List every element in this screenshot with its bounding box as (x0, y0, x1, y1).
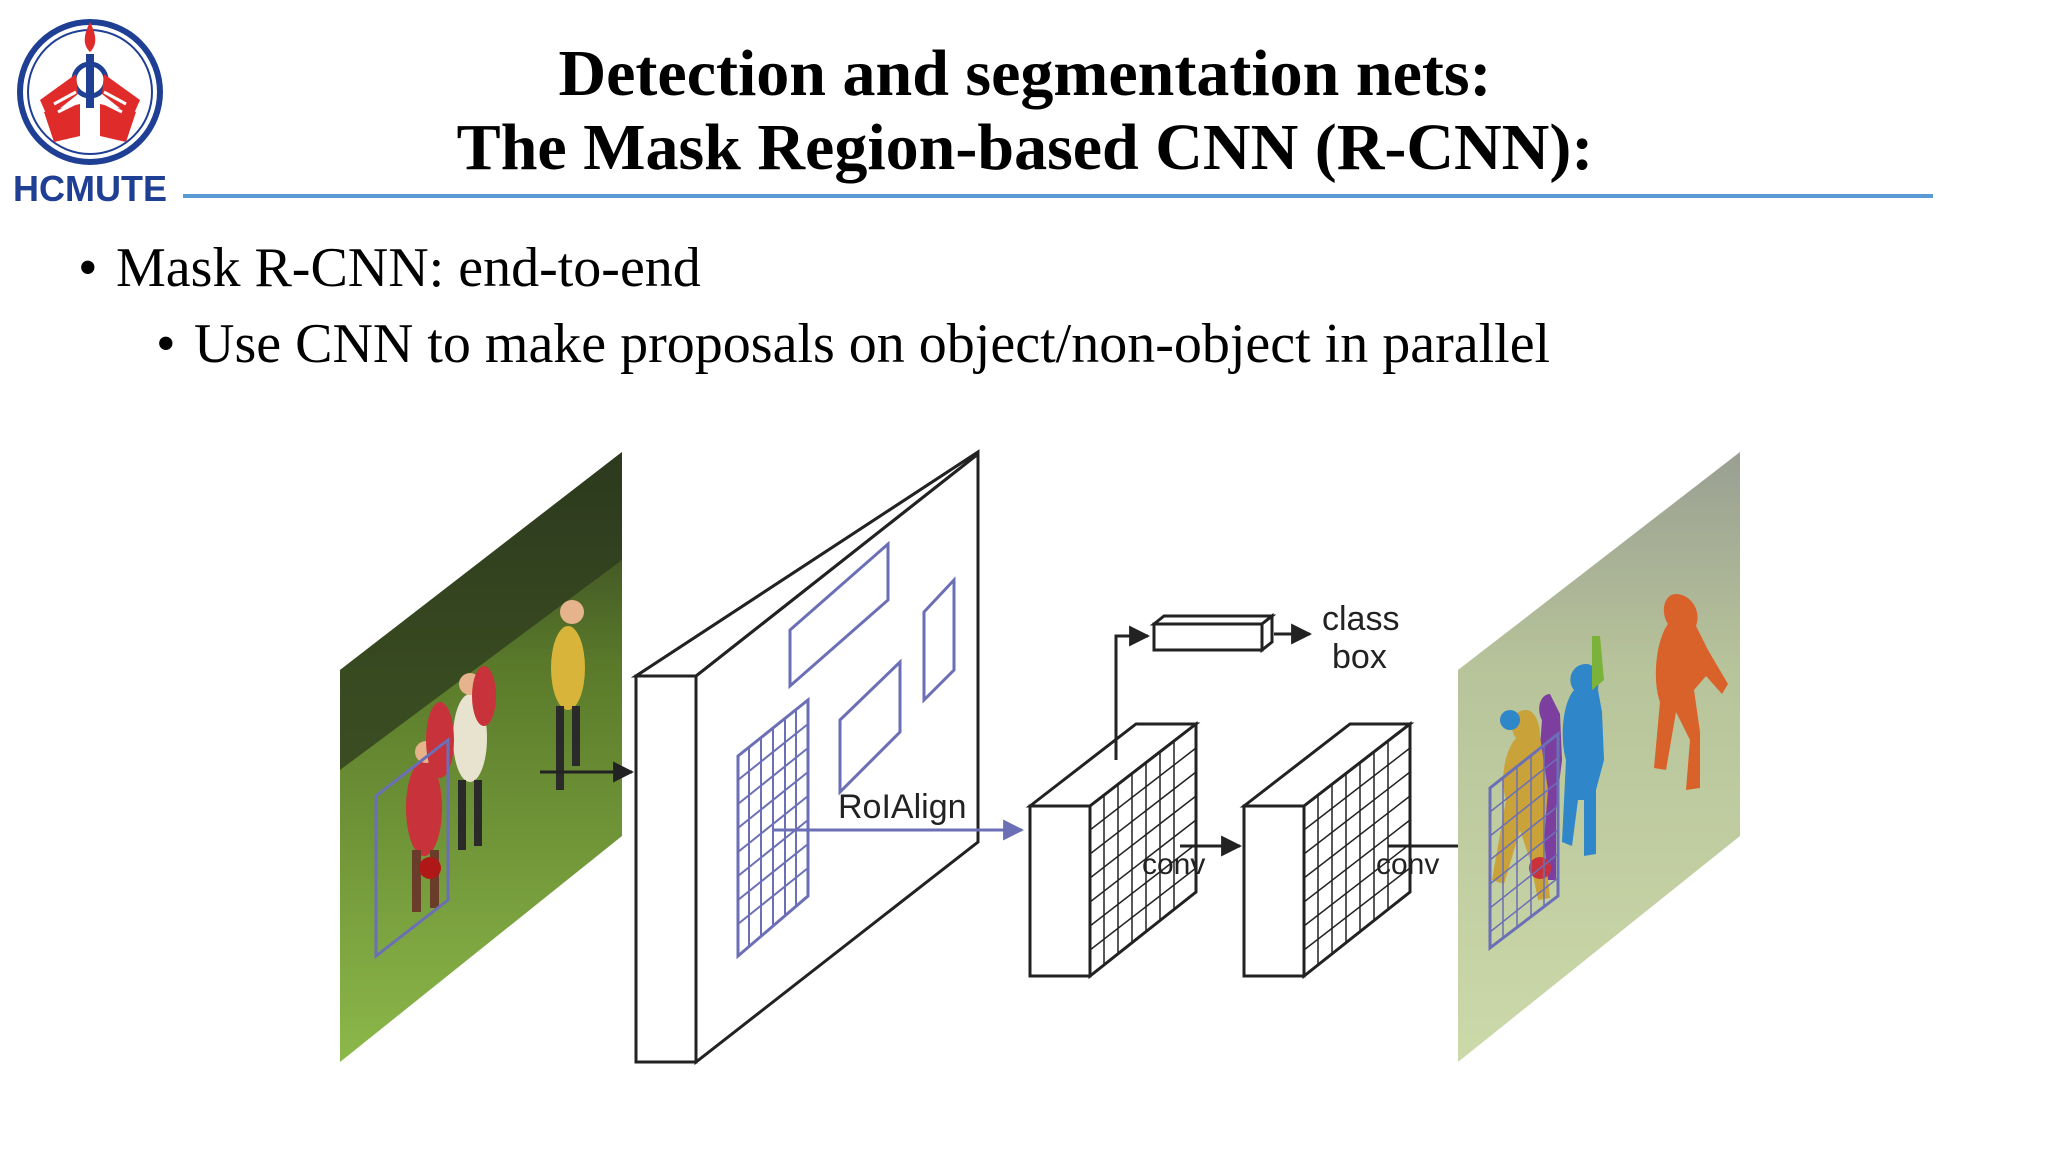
bullet-dot-icon: • (78, 237, 98, 299)
roialign-label: RoIAlign (838, 788, 967, 826)
bullet-level-2: • Use CNN to make proposals on object/non… (156, 312, 1550, 376)
title-divider (183, 194, 1933, 198)
backbone-feature-map (630, 449, 980, 1066)
box-label: box (1332, 638, 1387, 676)
bullet-dot-icon: • (156, 313, 176, 375)
logo-text: HCMUTE (14, 168, 167, 208)
hcmute-emblem-icon: HCMUTE (14, 19, 167, 208)
mask-player-blue (1562, 664, 1604, 856)
output-mask-image (1458, 452, 1740, 1062)
class-box-branch: class box (1114, 600, 1399, 760)
conv-label-1: conv (1142, 848, 1205, 881)
title-line-2: The Mask Region-based CNN (R-CNN): (456, 111, 1594, 184)
players-illustration (406, 600, 585, 912)
conv-label-2: conv (1376, 848, 1439, 881)
class-label: class (1322, 600, 1399, 638)
mask-player-orange (1654, 594, 1728, 790)
hcmute-logo: HCMUTE (14, 8, 174, 208)
bullet-text: Mask R-CNN: end-to-end (116, 237, 701, 299)
proposal-box (374, 736, 450, 960)
bullet-text: Use CNN to make proposals on object/non-… (194, 313, 1551, 375)
output-proposal-box (1488, 730, 1560, 952)
bullet-level-1: • Mask R-CNN: end-to-end (78, 236, 701, 300)
fc-layer (1149, 612, 1277, 654)
title-line-1: Detection and segmentation nets: (558, 37, 1492, 110)
roi-feature-block-2 (1239, 720, 1415, 980)
mask-player-green (1592, 636, 1604, 690)
mask-player-gold (1492, 710, 1550, 900)
roi-feature-block-1 (1025, 720, 1201, 980)
input-image (340, 452, 635, 1062)
